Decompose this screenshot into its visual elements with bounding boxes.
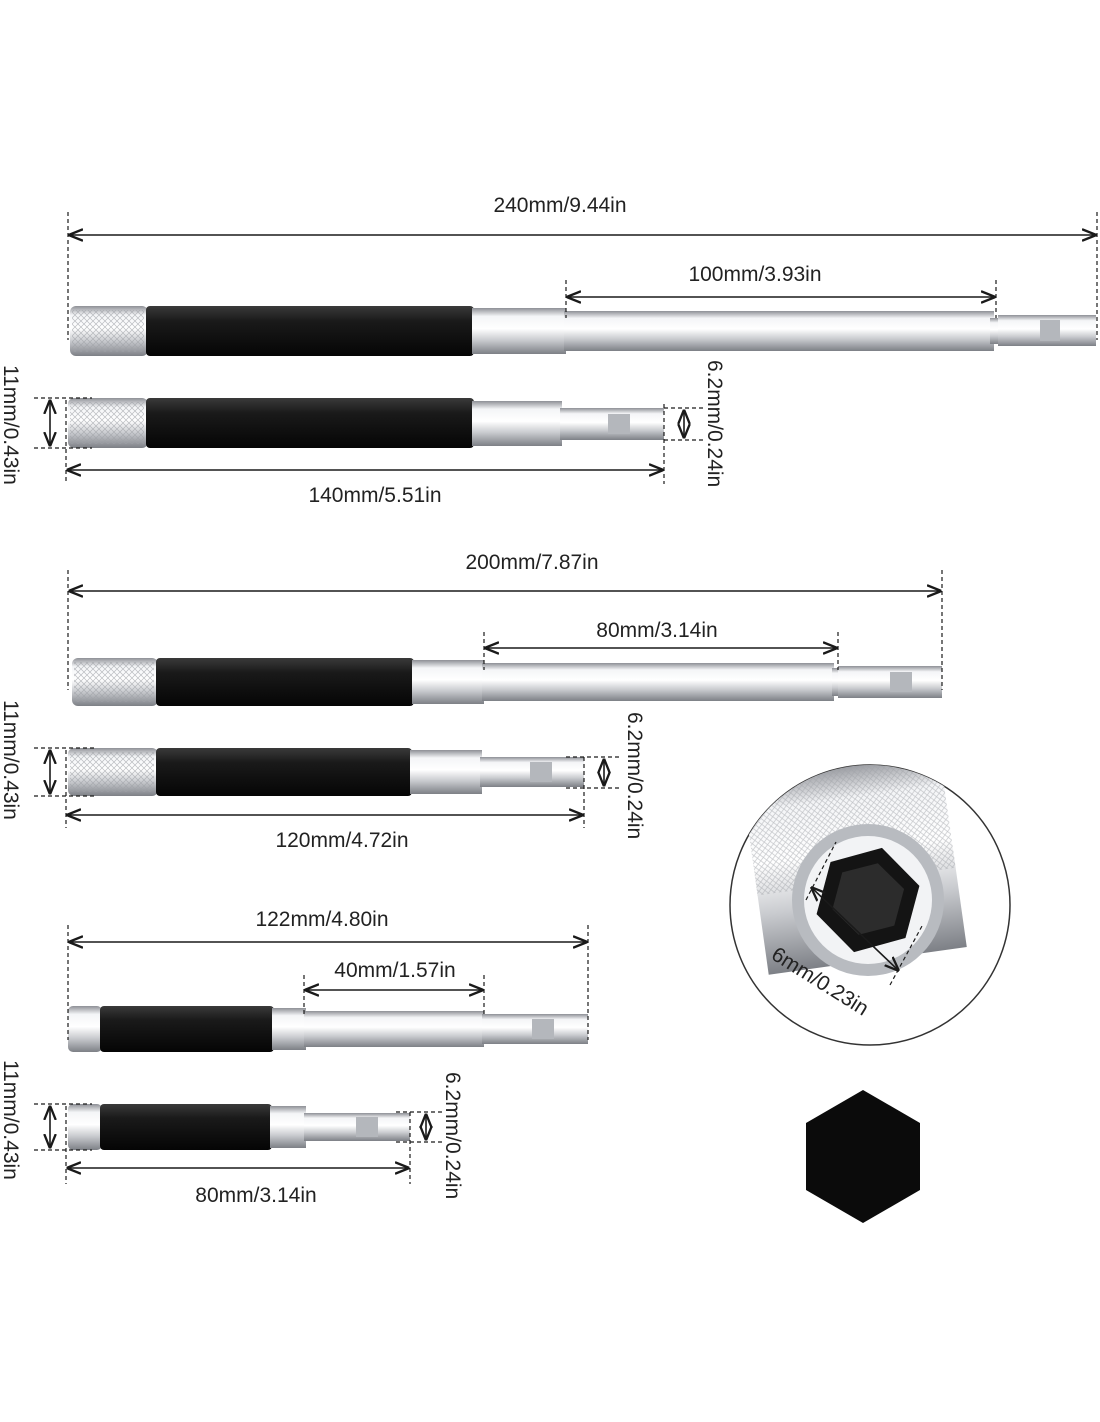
set-1-sleeve-diameter-label: 11mm/0.43in <box>0 365 22 485</box>
hexagon-icon <box>806 1090 920 1223</box>
set-3: 122mm/4.80in 40mm/1.57in 80mm/3.14in 11m… <box>0 908 589 1207</box>
set-1: 240mm/9.44in 100mm/3.93in 140mm/5.51in 1… <box>0 194 1098 507</box>
set-2: 200mm/7.87in 80mm/3.14in 120mm/4.72in 11… <box>0 551 943 852</box>
set-2-hex-shank-label: 6.2mm/0.24in <box>623 712 646 839</box>
set-3-collapsed-total-label: 80mm/3.14in <box>195 1184 316 1207</box>
set-2-extended-shaft-label: 80mm/3.14in <box>596 619 717 642</box>
tool-200mm-extended <box>72 658 942 706</box>
set-2-extended-total-label: 200mm/7.87in <box>465 551 598 574</box>
set-1-extended-shaft-label: 100mm/3.93in <box>688 263 821 286</box>
set-3-extended-total-label: 122mm/4.80in <box>255 908 388 931</box>
set-1-extended-total-label: 240mm/9.44in <box>493 194 626 217</box>
set-1-hex-shank-label: 6.2mm/0.24in <box>703 360 726 487</box>
tool-140mm-collapsed <box>68 398 664 448</box>
set-3-extended-shaft-label: 40mm/1.57in <box>334 959 455 982</box>
set-2-collapsed-total-label: 120mm/4.72in <box>275 829 408 852</box>
tool-120mm-collapsed <box>68 748 584 796</box>
socket-closeup: 6mm/0.23in <box>729 764 1011 1046</box>
set-3-hex-shank-label: 6.2mm/0.24in <box>441 1072 464 1199</box>
set-1-collapsed-total-label: 140mm/5.51in <box>308 484 441 507</box>
tool-122mm-extended <box>68 1006 588 1052</box>
set-2-sleeve-diameter-label: 11mm/0.43in <box>0 700 22 820</box>
set-3-sleeve-diameter-label: 11mm/0.43in <box>0 1060 22 1180</box>
tool-80mm-collapsed <box>68 1104 410 1150</box>
tool-240mm-extended <box>70 306 1096 356</box>
